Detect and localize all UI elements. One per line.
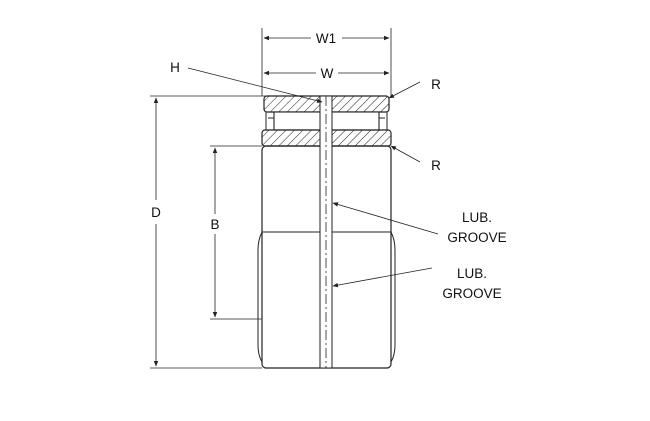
label-d: D xyxy=(151,205,161,220)
dimension-b: B xyxy=(210,147,220,318)
leader-lub-groove-2: LUB. GROOVE xyxy=(332,266,502,301)
label-lub-groove-2-line1: LUB. xyxy=(457,266,487,281)
label-lub-groove-2-line2: GROOVE xyxy=(442,286,501,301)
label-r-top: R xyxy=(431,77,441,92)
label-w: W xyxy=(321,66,334,81)
leader-h: H xyxy=(170,60,323,103)
leader-r-mid: R xyxy=(390,145,441,173)
label-h: H xyxy=(170,60,180,75)
label-w1: W1 xyxy=(316,31,336,46)
label-lub-groove-1-line1: LUB. xyxy=(462,210,492,225)
dimension-w: W xyxy=(263,66,390,81)
dimension-w1: W1 xyxy=(263,31,390,46)
label-lub-groove-1-line2: GROOVE xyxy=(447,230,506,245)
leader-r-top: R xyxy=(388,77,441,99)
bearing-body xyxy=(257,95,396,369)
extension-lines xyxy=(150,28,392,369)
dimension-d: D xyxy=(151,97,161,367)
label-b: B xyxy=(210,217,219,232)
leader-lub-groove-1: LUB. GROOVE xyxy=(332,202,507,245)
label-r-mid: R xyxy=(431,158,441,173)
